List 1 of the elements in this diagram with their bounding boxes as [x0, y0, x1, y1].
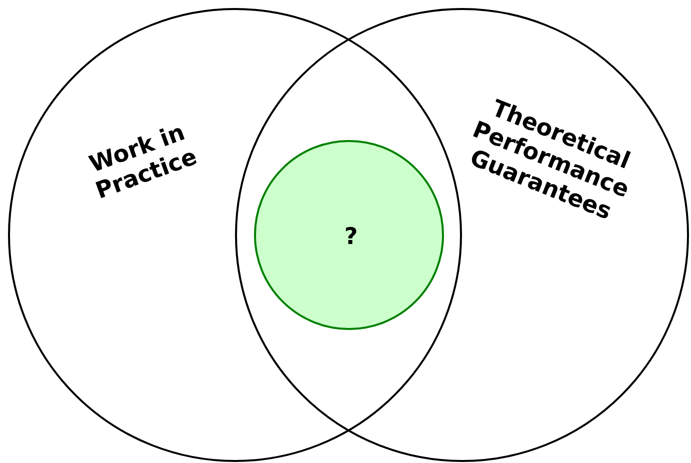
circle-label: ?	[343, 224, 359, 250]
